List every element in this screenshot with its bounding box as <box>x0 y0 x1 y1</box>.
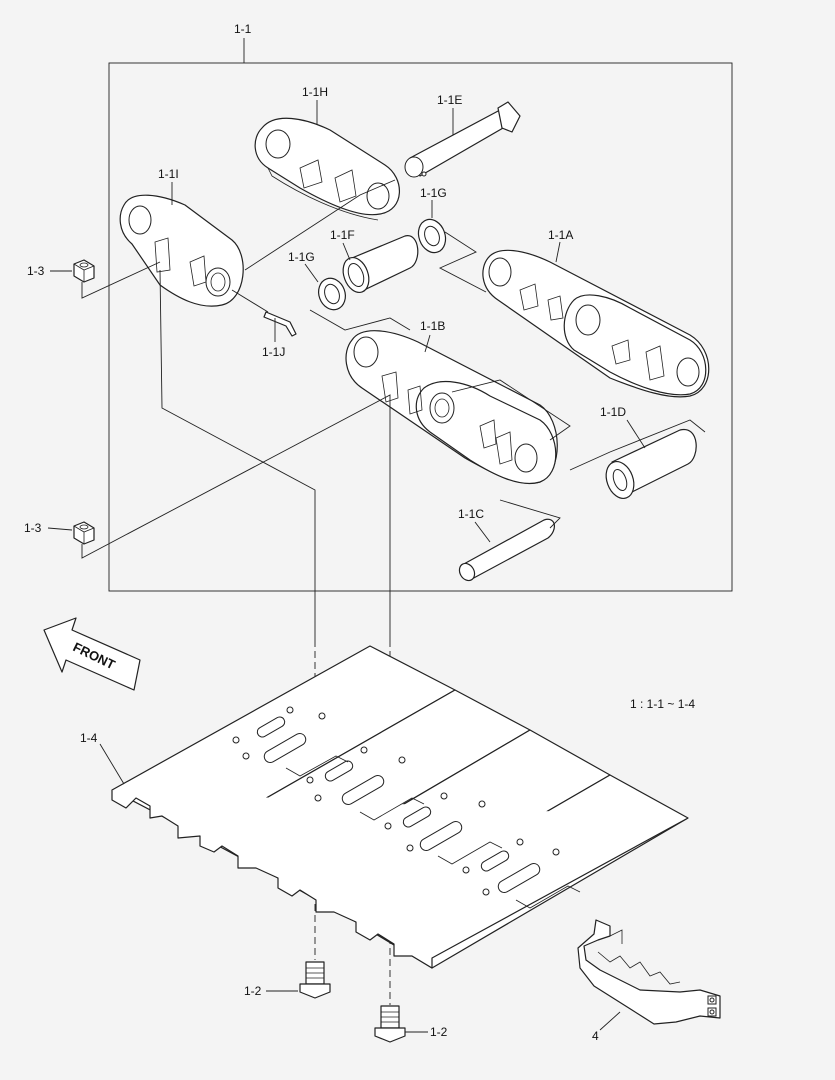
callout-1-1I: 1-1I <box>158 167 179 181</box>
front-arrow: FRONT <box>43 617 141 691</box>
bushing-part <box>605 429 697 499</box>
master-link-left-part <box>254 117 400 221</box>
callout-4: 4 <box>592 1029 599 1043</box>
assembly-line-1 <box>244 179 396 271</box>
bolt-right-part <box>374 1005 406 1043</box>
link-left-part <box>119 194 244 307</box>
leader-1-3-bottom <box>47 527 73 531</box>
callout-1-1D: 1-1D <box>600 405 626 419</box>
link-right-part <box>482 249 710 398</box>
leader-1-1F <box>342 242 351 261</box>
guard-part <box>577 919 721 1025</box>
link-line-b <box>451 379 571 441</box>
retainer-line <box>231 289 269 313</box>
callout-1-2-left: 1-2 <box>244 984 262 998</box>
callout-1-1B: 1-1B <box>420 319 445 333</box>
seal-line-right <box>438 231 487 293</box>
callout-1-1F: 1-1F <box>330 228 355 242</box>
nut-top-line <box>81 261 161 299</box>
master-bushing-part <box>342 235 419 294</box>
callout-1-1J: 1-1J <box>262 345 285 359</box>
master-pin-part <box>404 101 521 178</box>
bolt-left-part <box>299 961 331 999</box>
callout-1-3-top: 1-3 <box>27 264 45 278</box>
seal-left-part <box>318 277 346 311</box>
seal-right-part <box>417 218 447 254</box>
pin-part <box>458 518 555 582</box>
track-shoe-part <box>111 645 689 969</box>
bushing-line <box>569 419 706 471</box>
bolt-line-left-upper <box>159 269 316 640</box>
callout-1-3-bottom: 1-3 <box>24 521 42 535</box>
leader-1-1G-left <box>304 263 319 283</box>
callout-1-1E: 1-1E <box>437 93 462 107</box>
range-note: 1 : 1-1 ~ 1-4 <box>630 697 695 711</box>
leader-1-1D <box>626 419 646 449</box>
master-link-right-part <box>345 330 558 484</box>
leader-1-1B <box>424 334 431 353</box>
nut-top-part <box>73 259 95 283</box>
callout-1-1A: 1-1A <box>548 228 573 242</box>
callout-1-1G-left: 1-1G <box>288 250 315 264</box>
bolt-line-right-upper <box>81 394 391 640</box>
nut-bottom-part <box>73 521 95 545</box>
leader-1-1C <box>474 521 491 543</box>
callout-1-1H: 1-1H <box>302 85 328 99</box>
leader-1-1A <box>555 241 561 263</box>
retainer-part <box>263 311 297 337</box>
callout-1-1G-right: 1-1G <box>420 186 447 200</box>
assembly-frame <box>108 62 733 592</box>
seal-line-left <box>309 309 411 331</box>
callout-assembly: 1-1 <box>234 22 252 36</box>
leader-4 <box>599 1011 621 1031</box>
leader-1-4 <box>99 743 125 785</box>
pin-line <box>499 499 561 529</box>
callout-1-4: 1-4 <box>80 731 98 745</box>
callout-1-2-right: 1-2 <box>430 1025 448 1039</box>
callout-1-1C: 1-1C <box>458 507 484 521</box>
